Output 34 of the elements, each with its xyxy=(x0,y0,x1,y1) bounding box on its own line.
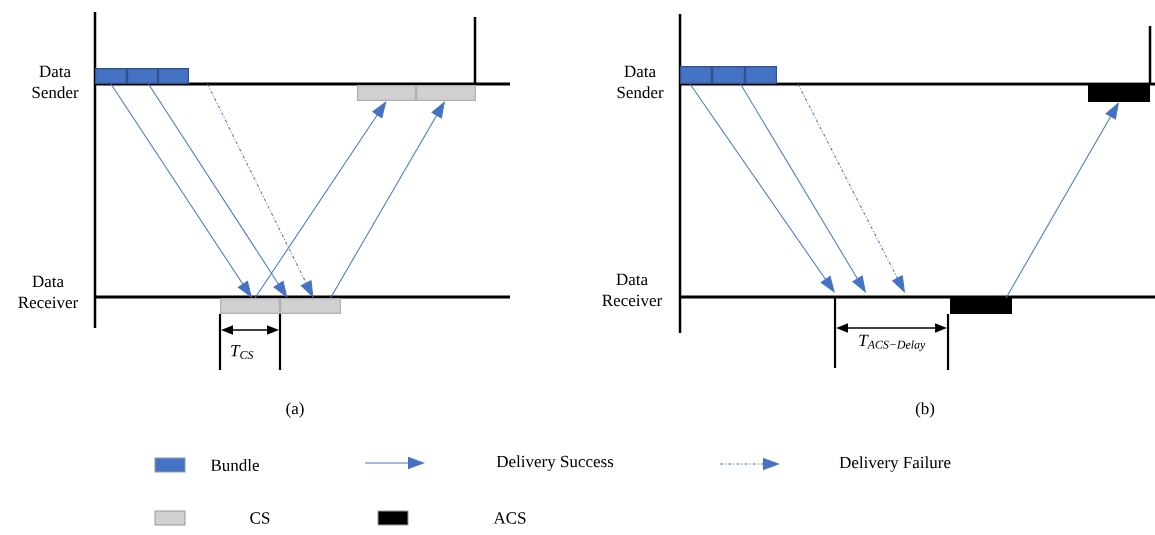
arrow xyxy=(330,101,445,299)
sender-label: Data Sender xyxy=(32,65,79,99)
panel-caption: (a) xyxy=(286,402,304,418)
legend-label: Delivery Failure xyxy=(839,456,951,472)
cs-block xyxy=(220,298,280,314)
acs-block xyxy=(1088,85,1150,102)
legend-label: Bundle xyxy=(210,459,259,471)
legend-label: ACS xyxy=(493,512,526,524)
duration-label: T$_{CS}$ xyxy=(231,345,254,359)
arrow xyxy=(740,83,866,293)
cs-block xyxy=(357,85,416,101)
arrow xyxy=(207,83,314,298)
arrow xyxy=(110,83,252,298)
panel-caption: (b) xyxy=(915,402,935,418)
bundle-block xyxy=(680,66,712,84)
bundle-block xyxy=(158,68,189,84)
arrow xyxy=(689,83,835,293)
bundle-block xyxy=(712,66,745,84)
arrow xyxy=(148,83,288,298)
cs-block xyxy=(416,85,476,101)
bundle-block xyxy=(127,68,158,84)
arrow xyxy=(797,83,905,293)
cs-block xyxy=(280,298,341,314)
arrow xyxy=(1005,102,1119,299)
arrow xyxy=(254,101,387,299)
duration-label: T$_{ACS−Delay}$ xyxy=(859,334,926,352)
legend-label: Delivery Success xyxy=(496,455,614,471)
receiver-label: Data Receiver xyxy=(602,273,663,307)
receiver-label: Data Receiver xyxy=(18,275,79,309)
bundle-block xyxy=(745,66,777,84)
acs-block xyxy=(950,298,1012,314)
bundle-block xyxy=(95,68,127,84)
sender-label: Data Sender xyxy=(617,65,664,99)
legend-label: CS xyxy=(250,512,270,524)
